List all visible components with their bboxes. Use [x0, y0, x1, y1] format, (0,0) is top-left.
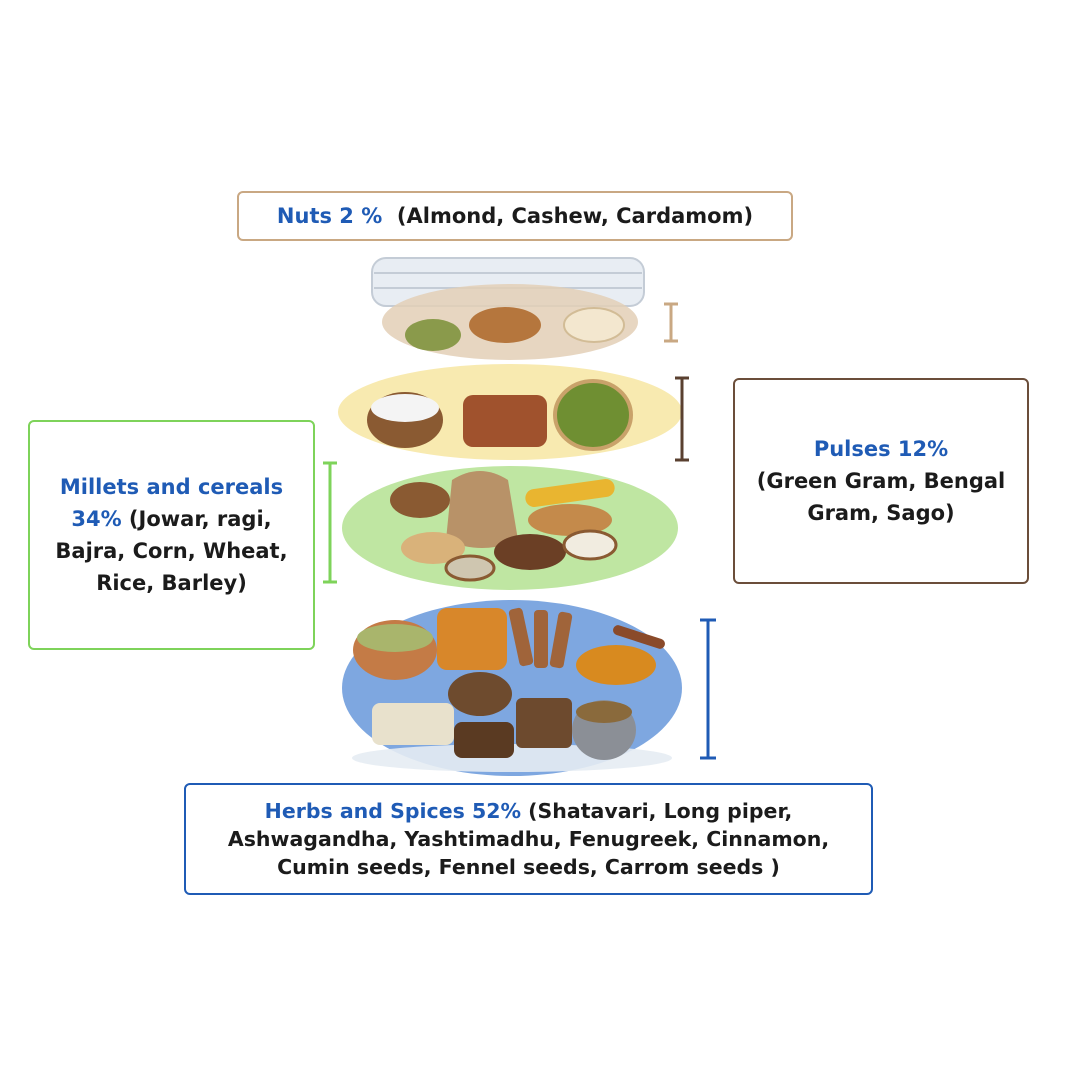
cardamom-pile	[405, 319, 461, 351]
herbs-category: Herbs and Spices 52%	[264, 799, 522, 823]
cumin-bowl	[448, 672, 512, 716]
nuts-layer	[371, 257, 645, 360]
millets-items: (Jowar, ragi, Bajra, Corn, Wheat, Rice, …	[55, 507, 288, 595]
turmeric-pile	[576, 645, 656, 685]
jowar-bowl	[390, 482, 450, 518]
millets-label-box: Millets and cereals 34% (Jowar, ragi, Ba…	[28, 420, 315, 650]
nuts-category: Nuts 2 %	[276, 204, 383, 228]
nuts-items: (Almond, Cashew, Cardamom)	[396, 204, 754, 228]
fenugreek-pile	[437, 608, 507, 670]
licorice-sticks	[508, 607, 573, 669]
sago-pile	[371, 394, 439, 422]
herbs-text: Herbs and Spices 52% (Shatavari, Long pi…	[212, 797, 845, 881]
ragi-bowl	[494, 534, 566, 570]
ashwagandha-roots	[454, 722, 514, 758]
barley-bowl	[401, 532, 465, 564]
nuts-label-box: Nuts 2 % (Almond, Cashew, Cardamom)	[237, 191, 793, 241]
fennel-seeds	[576, 701, 632, 723]
wheat-bowl	[528, 504, 612, 536]
millets-category: Millets and cereals 34%	[59, 475, 284, 531]
cinnamon-stick	[613, 625, 665, 649]
nuts-text: Nuts 2 % (Almond, Cashew, Cardamom)	[277, 204, 753, 228]
grain-sack	[446, 471, 518, 548]
pulses-text: Pulses 12% (Green Gram, Bengal Gram, Sag…	[751, 433, 1011, 529]
green-gram-bowl	[553, 379, 633, 451]
herbs-items: (Shatavari, Long piper, Ashwagandha, Yas…	[227, 799, 830, 879]
pulses-layer	[338, 364, 682, 460]
cardamom-pods	[357, 624, 433, 652]
millets-layer	[342, 466, 678, 590]
long-pepper-pile	[516, 698, 572, 748]
pulses-category: Pulses 12%	[813, 437, 949, 461]
shatavari-roots	[372, 703, 454, 745]
pulses-label-box: Pulses 12% (Green Gram, Bengal Gram, Sag…	[733, 378, 1029, 584]
herbs-layer	[342, 600, 682, 776]
rice-bowl	[562, 529, 618, 561]
bajra-bowl	[444, 554, 496, 582]
herbs-label-box: Herbs and Spices 52% (Shatavari, Long pi…	[184, 783, 873, 895]
cashew-bowl	[563, 307, 625, 343]
almond-pile	[469, 307, 541, 343]
pulses-items: (Green Gram, Bengal Gram, Sago)	[756, 469, 1006, 525]
corn-cob	[525, 478, 615, 508]
bengal-gram-pile	[463, 395, 547, 447]
millets-text: Millets and cereals 34% (Jowar, ragi, Ba…	[46, 471, 297, 599]
